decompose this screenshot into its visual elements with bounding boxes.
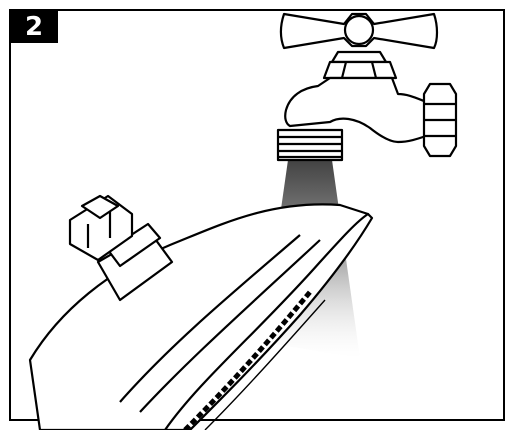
faucet-icon	[276, 12, 458, 162]
step-number-badge: 2	[10, 10, 58, 43]
shower-head-icon	[28, 194, 374, 430]
